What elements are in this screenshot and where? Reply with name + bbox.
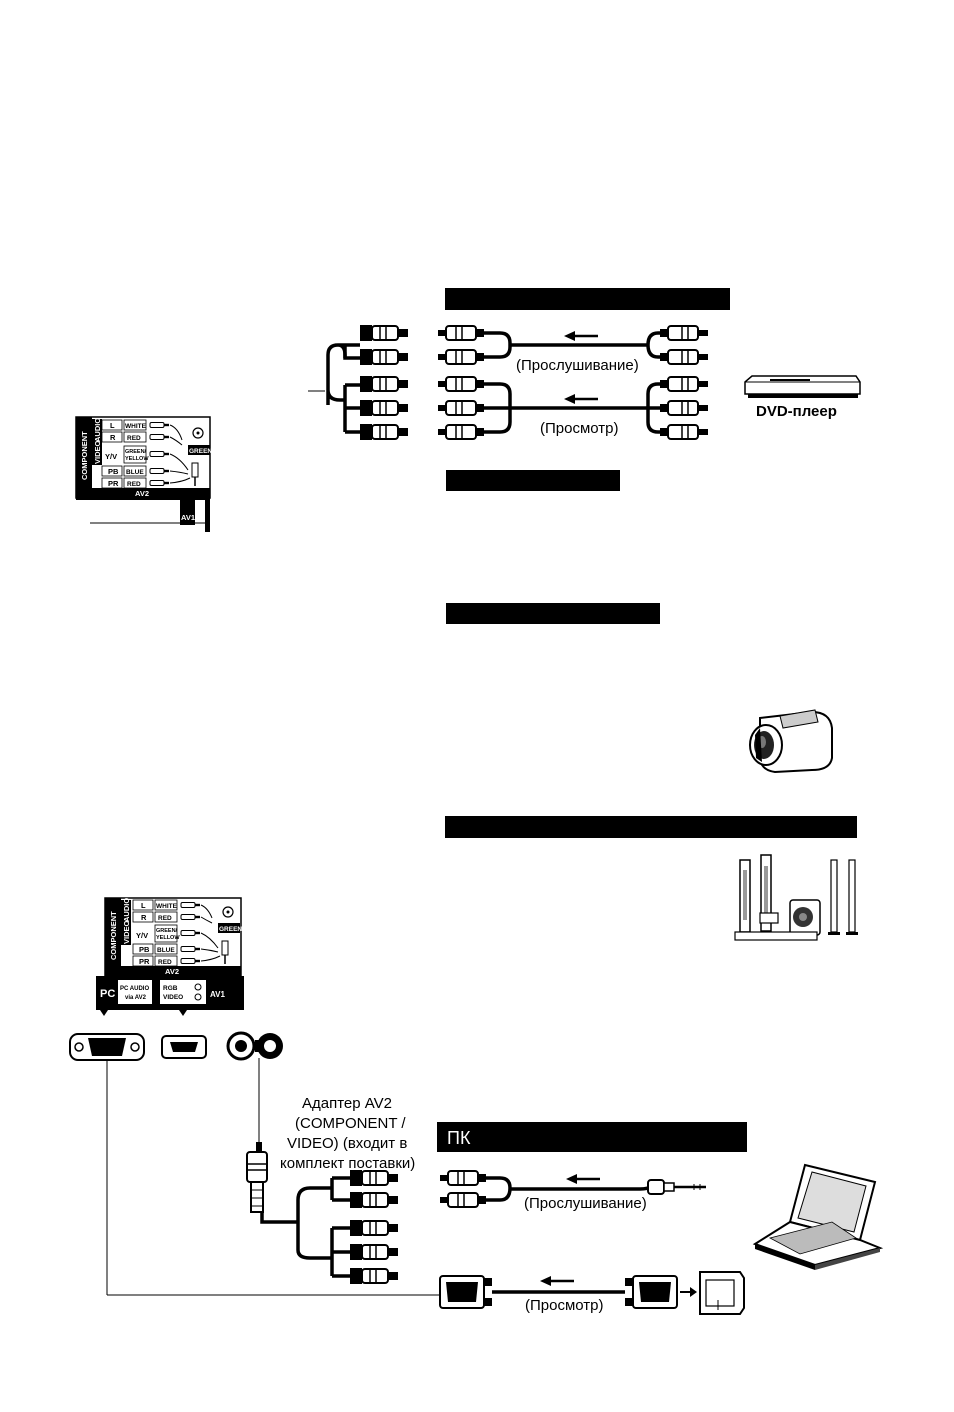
svg-text:GREEN: GREEN (189, 448, 212, 455)
svg-text:VIDEO: VIDEO (122, 920, 131, 944)
cable-plug-audio-r-right (659, 349, 709, 365)
cable-plug-pr-left (437, 424, 485, 440)
pc-adapter-label-line-4: комплект поставки) (280, 1155, 415, 1172)
cable-plug-pr-right (659, 424, 709, 440)
cable-plug-audio-l-right (659, 325, 709, 341)
svg-text:L: L (141, 901, 146, 910)
svg-text:COMPONENT: COMPONENT (109, 911, 118, 960)
svg-text:R: R (141, 913, 147, 922)
signal-arrow-video-icon (564, 394, 598, 404)
cable-plug-y-left (437, 376, 485, 392)
dvd-section-title-bar (445, 288, 730, 310)
svg-text:PR: PR (108, 479, 119, 488)
dvd-listen-label: (Прослушивание) (516, 357, 639, 374)
hdmi-port-icon[interactable] (161, 1035, 207, 1059)
speakers-section-title-bar (445, 816, 857, 838)
second-section-title-bar (446, 470, 620, 491)
svg-text:GREEN/: GREEN/ (156, 928, 178, 934)
pc-section-title: ПК (447, 1128, 471, 1148)
pc-adapter-jack-audio-l (349, 1169, 399, 1187)
svg-text:WHITE: WHITE (125, 423, 147, 430)
pc-view-label: (Просмотр) (525, 1297, 604, 1314)
svg-text:YELLOW: YELLOW (125, 456, 149, 462)
pc-adapter-label-line-1: Адаптер AV2 (302, 1095, 392, 1112)
svg-text:AUDIO: AUDIO (93, 418, 102, 442)
camcorder-icon (749, 709, 833, 774)
tv-input-panel-top: COMPONENT AUDIO VIDEO L R Y/V PB PR WHIT… (75, 416, 212, 532)
svg-text:PC AUDIO: PC AUDIO (120, 986, 149, 992)
svg-text:via AV2: via AV2 (125, 995, 147, 1001)
svg-text:Y/V: Y/V (136, 931, 148, 940)
svg-text:PC: PC (100, 988, 115, 1000)
signal-arrow-audio-icon (564, 331, 598, 341)
svg-text:AUDIO: AUDIO (122, 898, 131, 922)
tv-input-panel-bottom: COMPONENT AUDIO VIDEO L R Y/V PB PR WHIT… (96, 897, 244, 1016)
svg-text:R: R (110, 433, 116, 442)
pc-adapter-jack-audio-r (349, 1191, 399, 1209)
adapter-cable-branch (326, 343, 360, 434)
pc-adapter-label-line-2: (COMPONENT / (295, 1115, 406, 1132)
home-theater-speakers-icon (734, 854, 858, 941)
svg-text:AV1: AV1 (210, 990, 226, 999)
svg-text:YELLOW: YELLOW (156, 935, 180, 941)
pc-adapter-jack-y (349, 1219, 399, 1237)
svg-text:RED: RED (158, 915, 172, 922)
svg-text:AV1: AV1 (181, 513, 195, 522)
av2-adapter-plug-icon (246, 1142, 268, 1213)
svg-text:BLUE: BLUE (157, 947, 175, 954)
adapter-plug-audio-r (359, 348, 409, 366)
vga-plug-left-icon (439, 1275, 492, 1309)
pc-audio-plug-r (439, 1192, 487, 1208)
cable-plug-pb-right (659, 400, 709, 416)
vga-plug-right-icon (625, 1275, 678, 1309)
dvd-player-icon (744, 375, 861, 398)
vga-port-icon[interactable] (69, 1033, 145, 1061)
camcorder-section-title-bar (446, 603, 660, 624)
svg-text:L: L (110, 421, 115, 430)
laptop-icon (752, 1163, 884, 1270)
dvi-adapter-icon (680, 1271, 745, 1315)
svg-text:WHITE: WHITE (156, 903, 178, 910)
svg-text:RGB: RGB (163, 985, 178, 992)
pc-signal-arrow-audio-icon (566, 1174, 600, 1184)
cable-plug-audio-l-left (437, 325, 485, 341)
svg-text:BLUE: BLUE (126, 469, 144, 476)
svg-text:PB: PB (108, 467, 119, 476)
cable-plug-pb-left (437, 400, 485, 416)
svg-text:AV2: AV2 (135, 489, 149, 498)
svg-text:GREEN: GREEN (219, 926, 242, 933)
svg-text:COMPONENT: COMPONENT (80, 431, 89, 480)
dvd-device-label: DVD-плеер (756, 403, 837, 420)
svg-text:RED: RED (127, 481, 141, 488)
pc-section-title-bar (437, 1122, 747, 1152)
pc-signal-arrow-video-icon (540, 1276, 574, 1286)
pc-audio-plug-l (439, 1170, 487, 1186)
pc-adapter-jack-pb (349, 1243, 399, 1261)
adapter-plug-y (359, 375, 409, 393)
mini-jack-plug-icon (647, 1179, 706, 1195)
svg-text:RED: RED (127, 435, 141, 442)
adapter-plug-pb (359, 399, 409, 417)
cable-plug-y-right (659, 376, 709, 392)
av1-rca-port-icon[interactable] (226, 1031, 283, 1061)
svg-text:PB: PB (139, 945, 150, 954)
svg-text:VIDEO: VIDEO (163, 994, 183, 1001)
cable-plug-audio-r-left (437, 349, 485, 365)
svg-text:Y/V: Y/V (105, 452, 117, 461)
svg-text:AV2: AV2 (165, 967, 179, 976)
svg-text:GREEN/: GREEN/ (125, 449, 147, 455)
svg-text:RED: RED (158, 959, 172, 966)
adapter-plug-pr (359, 423, 409, 441)
pc-adapter-label-line-3: VIDEO) (входит в (287, 1135, 407, 1152)
pc-adapter-jack-pr (349, 1267, 399, 1285)
pc-listen-label: (Прослушивание) (524, 1195, 647, 1212)
svg-text:VIDEO: VIDEO (93, 440, 102, 464)
svg-text:PR: PR (139, 957, 150, 966)
adapter-plug-audio-l (359, 324, 409, 342)
dvd-view-label: (Просмотр) (540, 420, 619, 437)
